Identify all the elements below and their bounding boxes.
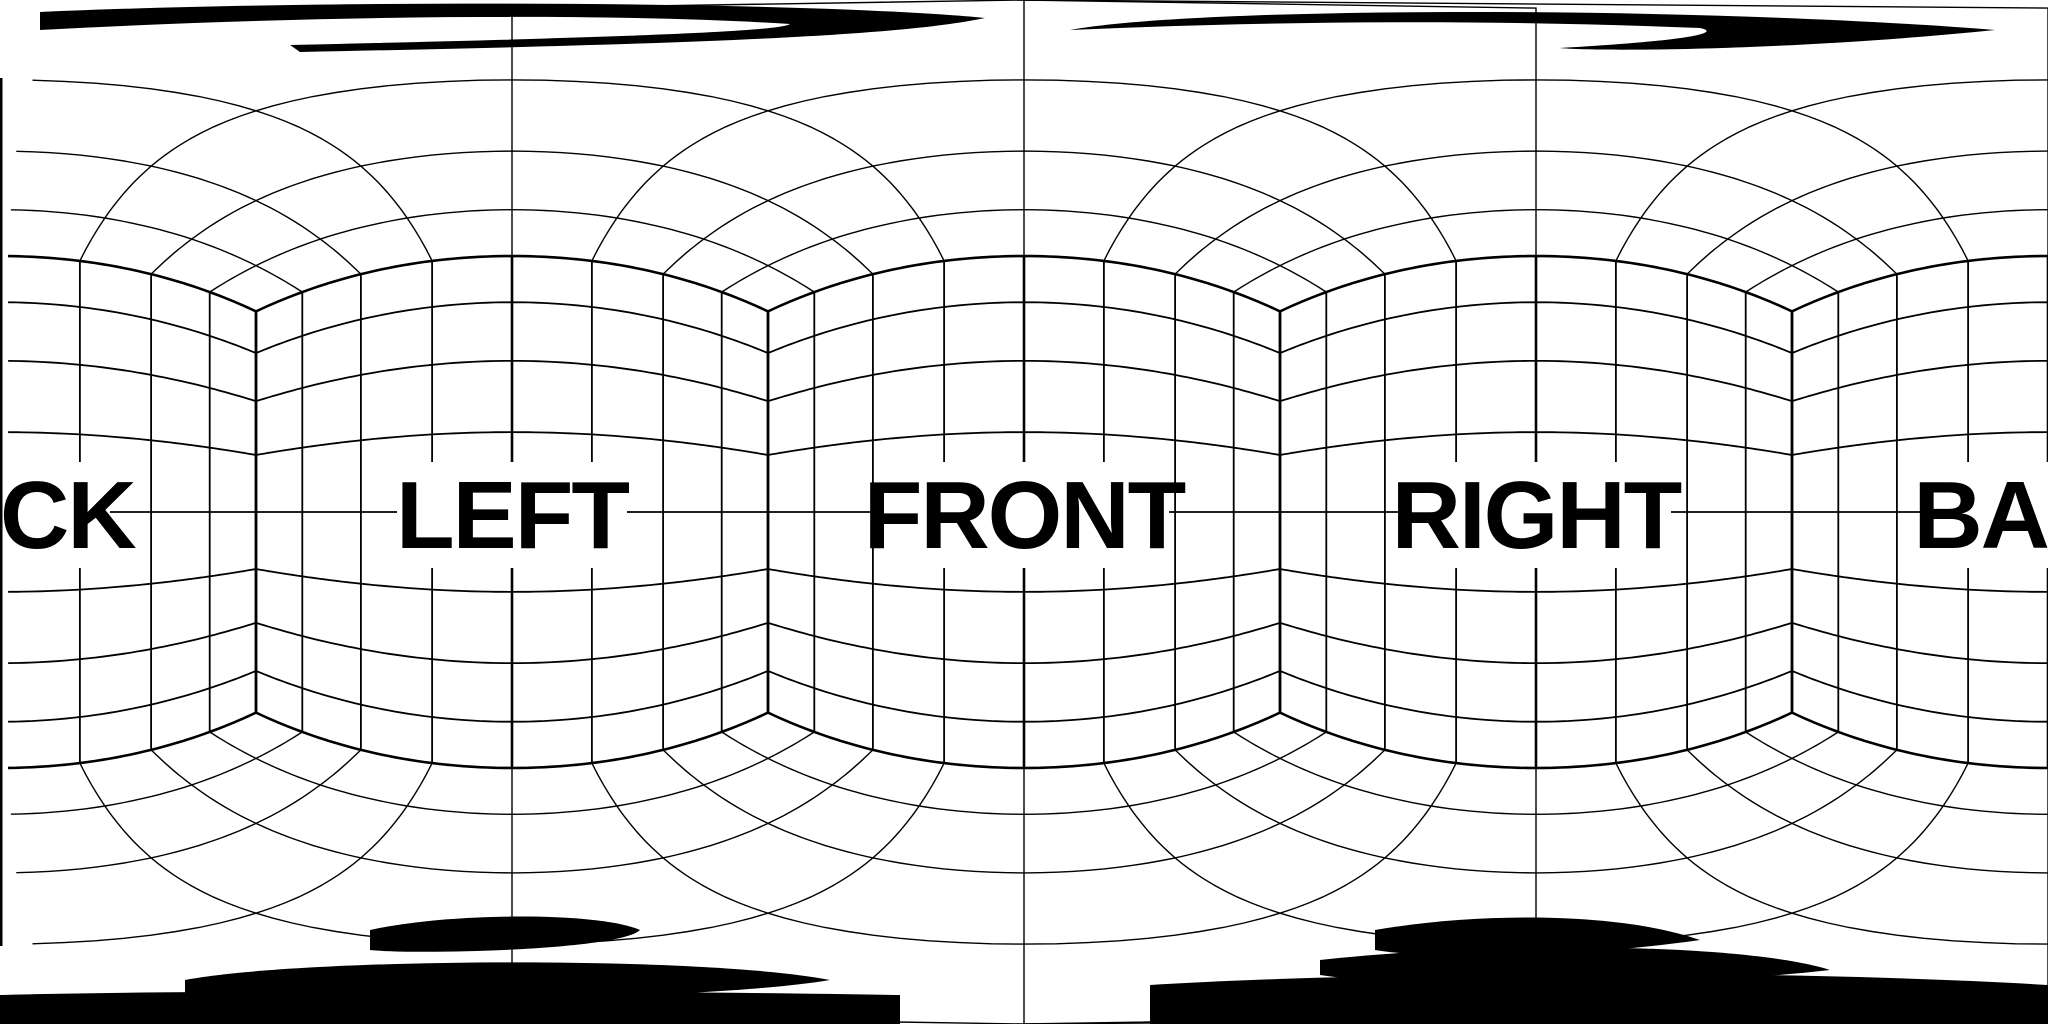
grid-line-horizontal <box>767 568 1281 593</box>
top-pole-band <box>40 3 985 52</box>
grid-line-horizontal <box>1279 301 1793 354</box>
top-face-line <box>767 255 1281 313</box>
top-face-line <box>511 0 1537 256</box>
bottom-face-line <box>16 749 362 874</box>
grid-line-horizontal <box>255 431 769 456</box>
face-label-front: FRONT <box>864 462 1186 569</box>
label-backdrop <box>1938 462 2048 568</box>
grid-line-horizontal <box>8 301 257 354</box>
bottom-face-line <box>1023 768 2048 1024</box>
top-face-line <box>10 209 303 293</box>
bottom-face-line <box>32 762 433 945</box>
grid-line-horizontal <box>767 431 1281 456</box>
bottom-pole-band <box>185 962 830 1000</box>
top-face-line <box>1791 255 2048 313</box>
face-label-back-left: CK <box>0 462 136 569</box>
grid-line-horizontal <box>1791 431 2048 456</box>
grid-line-horizontal <box>1791 301 2048 354</box>
top-face-line <box>662 150 1386 275</box>
bottom-pole-band <box>1150 973 2048 1024</box>
top-face-line <box>721 208 1327 293</box>
grid-line-horizontal <box>1791 568 2048 593</box>
bottom-face-line <box>662 749 1386 874</box>
grid-line-horizontal <box>1791 670 2048 723</box>
bottom-face-line <box>1686 749 2048 874</box>
bottom-pole-band <box>0 991 900 1024</box>
bottom-face-line <box>1615 762 2048 945</box>
label-backdrop <box>1401 462 1671 568</box>
bottom-face-line <box>10 731 303 815</box>
top-face-line <box>16 150 362 275</box>
grid-line-horizontal <box>255 301 769 354</box>
grid-line-horizontal <box>255 621 769 664</box>
top-face-line <box>1615 79 2048 262</box>
bottom-face-line <box>8 711 257 769</box>
face-label-back-right: BA <box>1913 462 2048 569</box>
grid-line-horizontal <box>767 301 1281 354</box>
face-label-right: RIGHT <box>1392 462 1682 569</box>
label-backdrop <box>0 462 110 568</box>
grid-line-horizontal <box>8 431 257 456</box>
grid-line-horizontal <box>1279 431 1793 456</box>
grid-line-horizontal <box>255 359 769 403</box>
bottom-face-line <box>721 731 1327 816</box>
grid-line-horizontal <box>8 360 257 403</box>
label-backdrop <box>879 462 1169 568</box>
bottom-face-line <box>1791 711 2048 769</box>
grid-line-horizontal <box>1791 359 2048 403</box>
top-pole-band <box>1070 12 1995 50</box>
top-face-line <box>32 79 433 262</box>
bottom-face-line <box>591 762 1457 945</box>
grid-line-horizontal <box>767 670 1281 723</box>
top-face-line <box>591 79 1457 262</box>
grid-line-horizontal <box>8 621 257 664</box>
face-label-left: LEFT <box>396 462 629 569</box>
grid-line-horizontal <box>1279 670 1793 723</box>
pole-artifacts <box>0 3 2048 1024</box>
top-face-line <box>1023 0 2048 256</box>
grid-line-horizontal <box>1279 568 1793 593</box>
top-face-line <box>1686 150 2048 275</box>
grid-line-horizontal <box>767 621 1281 664</box>
grid-line-horizontal <box>8 568 257 593</box>
grid-line-horizontal <box>767 359 1281 403</box>
bottom-face-line <box>1745 731 2048 815</box>
grid-line-horizontal <box>255 568 769 593</box>
grid-line-horizontal <box>8 670 257 723</box>
grid-line-horizontal <box>1791 621 2048 664</box>
label-backdrop <box>397 462 627 568</box>
bottom-pole-band <box>370 916 640 952</box>
bottom-face-line <box>767 711 1281 769</box>
face-labels: CK LEFT FRONT RIGHT BA <box>0 462 2048 569</box>
grid-line-horizontal <box>1279 621 1793 664</box>
top-face-line <box>8 255 257 313</box>
grid-line-horizontal <box>1279 359 1793 403</box>
top-face-line <box>1745 209 2048 293</box>
bottom-face-line <box>511 768 1537 1024</box>
bottom-pole-band <box>1375 917 1700 956</box>
grid-line-horizontal <box>255 670 769 723</box>
